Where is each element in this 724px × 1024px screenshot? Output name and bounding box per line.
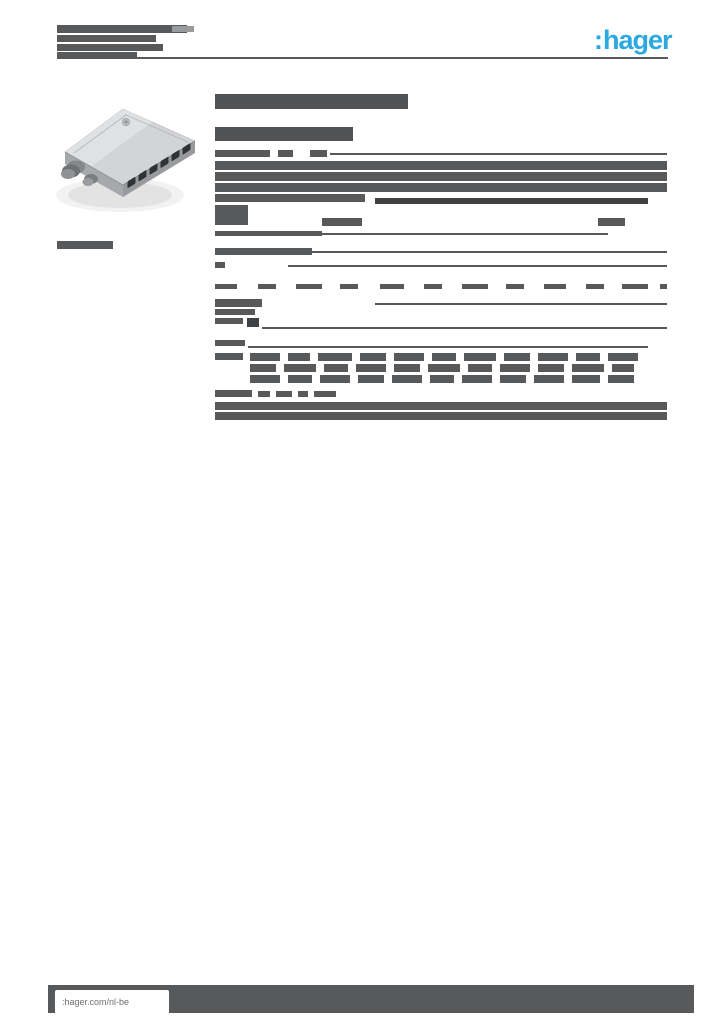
website-link-label: hager.com/nl-be: [64, 997, 130, 1007]
redacted-text: [576, 353, 600, 361]
redacted-text: [538, 364, 564, 372]
redacted-text: [215, 262, 225, 268]
redacted-text: [462, 375, 492, 383]
redacted-text: [318, 353, 352, 361]
hager-logo-colon: :: [62, 997, 65, 1007]
redacted-text: [608, 353, 638, 361]
redacted-text: [215, 231, 322, 236]
redacted-text: [215, 284, 237, 289]
redacted-text: [57, 52, 137, 57]
redacted-text: [358, 375, 384, 383]
rule-line: [57, 57, 668, 59]
redacted-text: [278, 150, 293, 157]
rule-line: [322, 233, 608, 235]
redacted-text: [506, 284, 524, 289]
redacted-text: [464, 353, 496, 361]
redacted-text: [284, 364, 316, 372]
hager-logo-text: hager: [603, 25, 673, 55]
website-link[interactable]: :hager.com/nl-be: [55, 990, 169, 1015]
redacted-text: [394, 364, 420, 372]
redacted-text: [462, 284, 488, 289]
redacted-text: [544, 284, 566, 289]
redacted-text: [392, 375, 422, 383]
redacted-text: [586, 284, 604, 289]
rule-line: [330, 153, 667, 155]
redacted-text: [288, 353, 310, 361]
redacted-text: [215, 412, 667, 420]
redacted-text: [215, 318, 243, 324]
redacted-text: [572, 375, 600, 383]
redacted-text: [250, 375, 280, 383]
redacted-text: [57, 25, 187, 33]
redacted-text: [320, 375, 350, 383]
redacted-text: [215, 183, 667, 192]
redacted-text: [504, 353, 530, 361]
redacted-text: [660, 284, 667, 289]
redacted-text: [538, 353, 568, 361]
redacted-text: [215, 309, 255, 315]
redacted-text: [250, 353, 280, 361]
redacted-text: [215, 248, 312, 255]
redacted-text: [276, 391, 292, 397]
redacted-text: [247, 318, 259, 327]
redacted-text: [215, 299, 262, 307]
redacted-text: [215, 127, 353, 141]
redacted-text: [322, 218, 362, 226]
rule-line: [312, 251, 667, 253]
redacted-text: [250, 364, 276, 372]
redacted-text: [500, 364, 530, 372]
redacted-text: [375, 198, 648, 204]
redacted-text: [296, 284, 322, 289]
redacted-text: [428, 364, 460, 372]
redacted-text: [215, 172, 667, 181]
redacted-text: [356, 364, 386, 372]
redacted-text: [172, 26, 194, 32]
redacted-text: [500, 375, 526, 383]
redacted-text: [215, 94, 408, 109]
redacted-text: [215, 402, 667, 410]
redacted-text: [424, 284, 442, 289]
redacted-text: [468, 364, 492, 372]
cable-gland: [61, 160, 98, 186]
redacted-text: [380, 284, 404, 289]
rule-line: [248, 346, 648, 348]
redacted-text: [258, 391, 270, 397]
redacted-text: [258, 284, 276, 289]
redacted-text: [622, 284, 648, 289]
redacted-text: [215, 390, 252, 397]
rule-line: [262, 327, 667, 329]
rule-line: [288, 265, 667, 267]
redacted-text: [324, 364, 348, 372]
rule-line: [375, 303, 667, 305]
redacted-text: [57, 35, 156, 42]
redacted-text: [288, 375, 312, 383]
redacted-text: [612, 364, 634, 372]
redacted-text: [360, 353, 386, 361]
redacted-text: [598, 218, 625, 226]
redacted-text: [340, 284, 358, 289]
redacted-text: [215, 161, 667, 170]
redacted-text: [608, 375, 634, 383]
redacted-text: [298, 391, 308, 397]
hager-logo: :hager: [594, 26, 690, 56]
redacted-text: [215, 340, 245, 346]
redacted-text: [534, 375, 564, 383]
port-slots: [127, 143, 191, 188]
redacted-text: [310, 150, 327, 157]
product-photo: [56, 108, 196, 212]
redacted-text: [572, 364, 604, 372]
redacted-text: [432, 353, 456, 361]
redacted-text: [314, 391, 336, 397]
redacted-text: [57, 44, 163, 51]
redacted-text: [394, 353, 424, 361]
redacted-text: [430, 375, 454, 383]
redacted-text: [215, 194, 365, 202]
redacted-text: [215, 150, 270, 157]
redacted-text: [215, 205, 248, 225]
redacted-text: [215, 353, 243, 360]
hager-logo-colon: :: [594, 25, 603, 55]
